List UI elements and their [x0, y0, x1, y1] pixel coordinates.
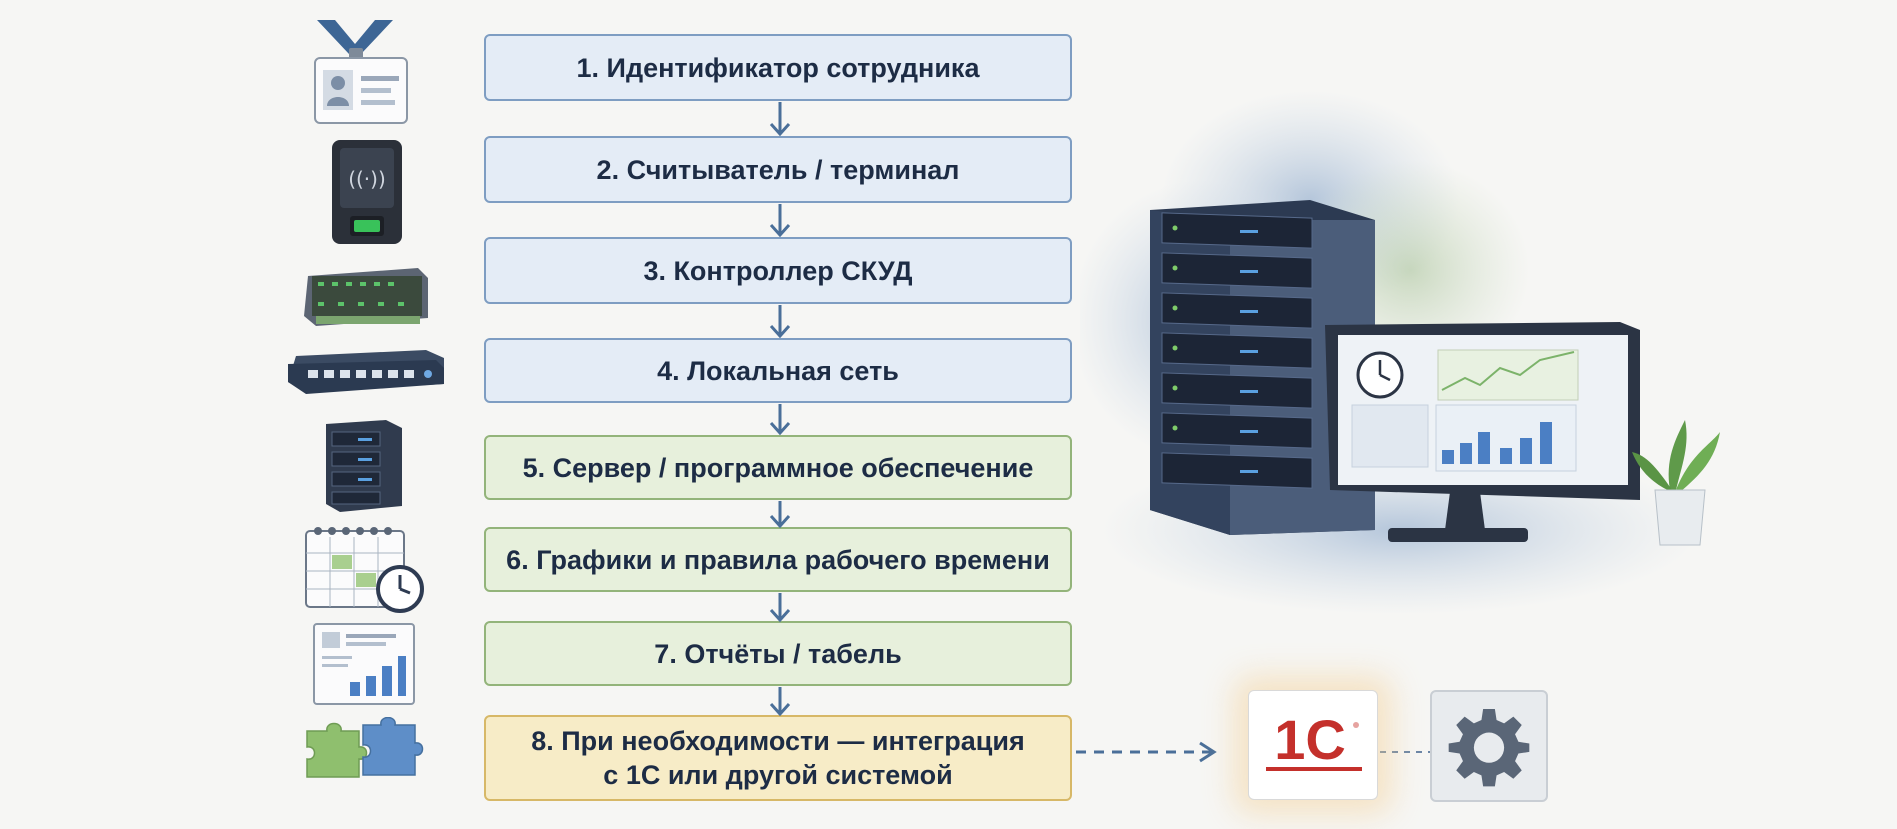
arrow-5-6-head — [769, 514, 791, 529]
step-integration: 8. При необходимости — интеграция с 1С и… — [484, 715, 1072, 801]
network-switch-icon — [288, 350, 444, 394]
arrow-6-7-head — [769, 608, 791, 623]
arrow-3-4-head — [769, 324, 791, 339]
card-reader-icon: ((·)) — [332, 140, 402, 244]
step-reports-timesheet: 7. Отчёты / табель — [484, 621, 1072, 686]
step-integration-line1: 8. При необходимости — интеграция — [531, 726, 1025, 756]
flow-arrows — [769, 102, 791, 717]
calendar-clock-icon — [305, 527, 424, 613]
server-rack — [1150, 200, 1375, 535]
step-access-controller: 3. Контроллер СКУД — [484, 237, 1072, 304]
report-chart-icon — [313, 623, 415, 705]
server-illustration — [1080, 90, 1720, 615]
onec-logo: 1С — [1266, 709, 1362, 771]
step-server-software: 5. Сервер / программное обеспечение — [484, 435, 1072, 500]
step-reader-terminal: 2. Считыватель / терминал — [484, 136, 1072, 203]
puzzle-icon — [306, 717, 424, 778]
onec-logo-card: 1С — [1248, 690, 1378, 800]
step-local-network: 4. Локальная сеть — [484, 338, 1072, 403]
gear-icon — [1448, 709, 1530, 787]
server-unit-icon — [326, 420, 402, 512]
arrow-4-5-head — [769, 421, 791, 436]
step-employee-id: 1. Идентификатор сотрудника — [484, 34, 1072, 101]
arrow-1-2-head — [769, 122, 791, 137]
step-integration-line2: с 1С или другой системой — [603, 760, 953, 790]
integration-connector — [1076, 741, 1430, 763]
monitor — [1325, 322, 1640, 542]
system-gear-card — [1430, 690, 1548, 802]
plant — [1632, 420, 1720, 546]
controller-board-icon — [304, 268, 428, 326]
step-schedules-rules: 6. Графики и правила рабочего времени — [484, 527, 1072, 592]
svg-text:((·)): ((·)) — [348, 167, 386, 191]
id-badge-icon — [314, 20, 408, 124]
arrow-2-3-head — [769, 223, 791, 238]
onec-logo-text: 1С — [1274, 709, 1346, 771]
arrow-7-8-head — [769, 702, 791, 717]
